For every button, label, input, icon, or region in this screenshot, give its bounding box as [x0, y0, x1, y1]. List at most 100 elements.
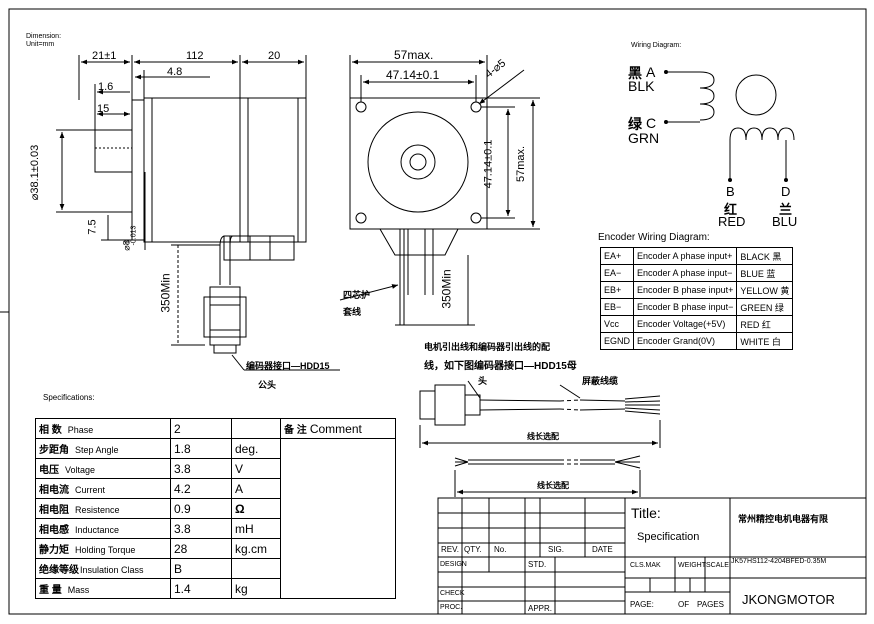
dim-47-top: 47.14±0.1 [386, 68, 440, 82]
spec-value: 3.8 [170, 458, 232, 479]
callout-wires-1: 四芯护 [343, 290, 371, 300]
enc-desc: Encoder B phase input+ [633, 281, 738, 299]
spec-unit: V [231, 458, 281, 479]
wire-a-cn: 黑 [628, 65, 642, 81]
tb-company: 常州精控电机电器有限 [738, 514, 829, 524]
dim-350-front: 350Min [439, 269, 454, 309]
enc-color: RED 红 [736, 315, 794, 333]
enc-pin: EB− [599, 298, 635, 316]
cable-length-label-2: 线长选配 [537, 481, 569, 490]
spec-value: 2 [170, 418, 232, 439]
spec-unit: kg.cm [231, 538, 281, 559]
spec-unit: kg [231, 578, 281, 599]
tb-cls-mak: CLS.MAK [630, 562, 661, 569]
specs-title: Specifications: [43, 393, 95, 402]
tb-appr: APPR. [528, 604, 553, 613]
tb-proc: PROC. [440, 604, 463, 611]
wire-c-cn: 绿 [628, 116, 642, 132]
callout-wires-2: 套线 [343, 307, 362, 317]
spec-unit: deg. [231, 438, 281, 459]
enc-pin: EA+ [599, 247, 635, 265]
remark-cell [280, 438, 396, 599]
wire-a-label: A [646, 64, 656, 80]
dim-47-side: 47.14±0.1 [482, 139, 495, 189]
enc-desc: Encoder A phase input+ [633, 247, 738, 265]
tb-scale: SCALE [706, 562, 729, 569]
dim-1-6: 1.6 [98, 81, 114, 93]
spec-unit: Ω [231, 498, 281, 519]
spec-unit [231, 558, 281, 579]
enc-pin: EGND [599, 332, 635, 350]
dim-4-8: 4.8 [167, 66, 183, 78]
cable-note-1: 电机引出线和编码器引出线的配 [424, 342, 551, 352]
spec-value: B [170, 558, 232, 579]
tb-brand: JKONGMOTOR [742, 592, 835, 607]
cable-head-label: 头 [478, 376, 488, 386]
callout-hdd15-sub: 公头 [258, 380, 277, 390]
dimension-label: Dimension: [26, 33, 62, 40]
enc-color: WHITE 白 [736, 332, 794, 350]
remark-header: 备 注 Comment [280, 418, 396, 439]
dim-57-side: 57max. [515, 145, 528, 183]
unit-label: Unit=mm [26, 41, 55, 48]
enc-desc: Encoder B phase input− [633, 298, 738, 316]
enc-color: BLUE 蓝 [736, 264, 794, 282]
tb-date: DATE [592, 545, 613, 554]
tb-design: DESIGN [440, 561, 467, 568]
enc-color: BLACK 黑 [736, 247, 794, 265]
spec-unit: mH [231, 518, 281, 539]
callout-hdd15: 编码器接口—HDD15 [246, 361, 330, 371]
dim-57-top: 57max. [394, 48, 434, 62]
spec-value: 28 [170, 538, 232, 559]
spec-value: 1.8 [170, 438, 232, 459]
cable-length-label-1: 线长选配 [527, 432, 559, 441]
wire-c-en: GRN [628, 130, 660, 146]
wire-a-en: BLK [628, 78, 655, 94]
wire-d-label: D [781, 184, 791, 199]
spec-value: 4.2 [170, 478, 232, 499]
table-row: EA−Encoder A phase input−BLUE 蓝 [599, 264, 794, 282]
wire-b-cn: 红 [724, 202, 738, 217]
title-block-grid [437, 497, 867, 615]
dim-15: 15 [97, 103, 110, 115]
tb-qty: QTY. [464, 545, 482, 554]
tb-title-value: Specification [637, 531, 700, 543]
wiring-title: Wiring Diagram: [631, 42, 682, 49]
tb-sig: SIG. [548, 545, 565, 554]
table-row: EA+Encoder A phase input+BLACK 黑 [599, 247, 794, 265]
cable-shield-label: 屏蔽线缆 [582, 376, 619, 386]
tb-part-no: JK57HS112-4204BFED-0.35M [731, 558, 827, 565]
spec-value: 1.4 [170, 578, 232, 599]
tb-no: No. [494, 545, 507, 554]
cable-note-2: 线，如下图编码器接口—HDD15母 [424, 361, 577, 372]
enc-color: GREEN 绿 [736, 298, 794, 316]
wire-b-en: RED [718, 214, 746, 229]
spec-value: 0.9 [170, 498, 232, 519]
tb-rev: REV. [441, 545, 459, 554]
cable-view [419, 380, 661, 497]
tb-of: OF [678, 600, 690, 609]
table-row: EB+Encoder B phase input+YELLOW 黄 [599, 281, 794, 299]
spec-value: 3.8 [170, 518, 232, 539]
enc-desc: Encoder Grand(0V) [633, 332, 738, 350]
wire-d-cn: 兰 [779, 202, 793, 217]
enc-pin: EA− [599, 264, 635, 282]
enc-color: YELLOW 黄 [736, 281, 794, 299]
side-view-motor [56, 55, 340, 371]
dim-8-tol: -0.013 [130, 225, 138, 246]
tb-std: STD. [528, 560, 547, 569]
dim-7-5: 7.5 [86, 219, 99, 235]
tb-check: CHECK [440, 590, 465, 597]
